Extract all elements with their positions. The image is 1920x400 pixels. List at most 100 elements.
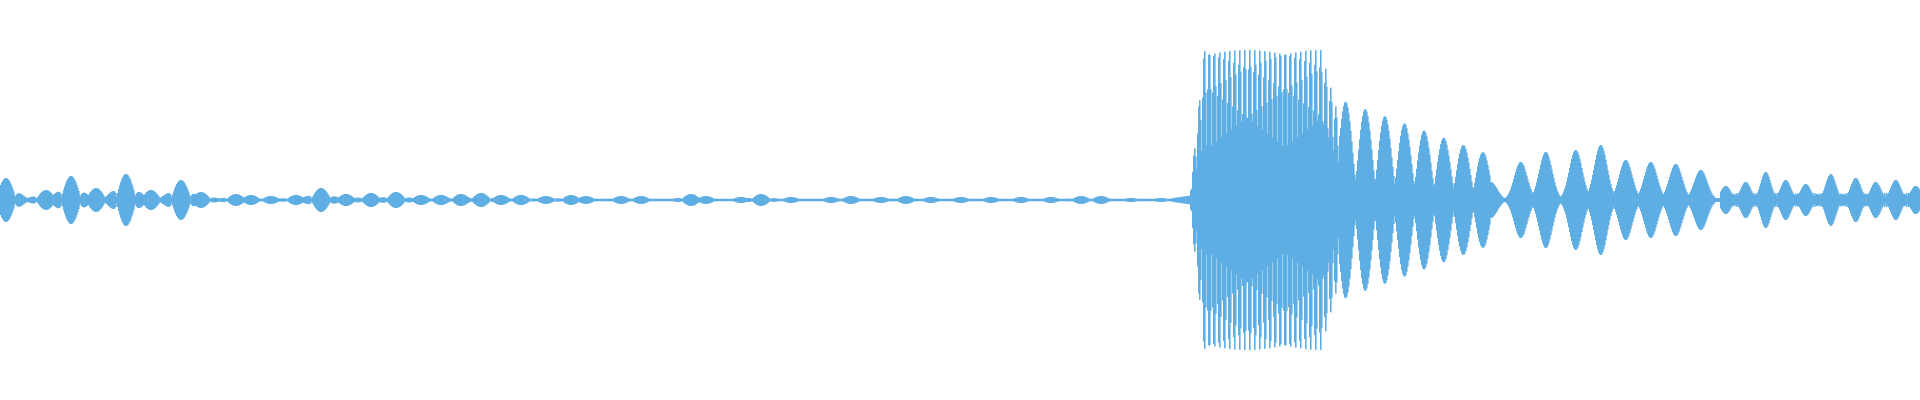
waveform-sample	[1218, 57, 1220, 343]
waveform-sample	[647, 197, 649, 203]
waveform-sample	[1225, 79, 1227, 321]
waveform-sample	[1087, 197, 1089, 203]
waveform-sample	[1786, 180, 1788, 220]
waveform-sample	[1334, 118, 1336, 282]
waveform-sample	[297, 195, 299, 205]
waveform-sample	[38, 195, 40, 205]
waveform-sample	[1912, 188, 1914, 212]
waveform-sample	[1457, 163, 1459, 237]
waveform-sample	[1421, 135, 1423, 265]
waveform-sample	[1523, 165, 1525, 235]
waveform-sample	[1175, 197, 1177, 203]
waveform-sample	[169, 193, 171, 207]
waveform-sample	[760, 194, 762, 206]
waveform-sample	[707, 196, 709, 204]
waveform-sample	[785, 197, 787, 203]
waveform-sample	[1397, 159, 1399, 241]
waveform-sample	[77, 187, 79, 213]
waveform-sample	[1814, 193, 1816, 207]
waveform-sample	[162, 196, 164, 204]
waveform-sample	[370, 193, 372, 207]
waveform-sample	[1570, 163, 1572, 237]
waveform-sample	[1681, 176, 1683, 224]
waveform-sample	[1579, 158, 1581, 242]
waveform-sample	[1828, 176, 1830, 224]
waveform-sample	[408, 197, 410, 203]
waveform-sample	[1460, 149, 1462, 251]
waveform-sample	[1105, 197, 1107, 203]
waveform-sample	[790, 197, 792, 203]
waveform-sample	[654, 198, 656, 202]
waveform-sample	[980, 198, 982, 202]
waveform-sample	[404, 198, 406, 202]
waveform-sample	[1886, 193, 1888, 207]
waveform-sample	[2, 180, 4, 220]
waveform-sample	[1829, 174, 1831, 226]
waveform-sample	[498, 195, 500, 205]
waveform-sample	[1769, 179, 1771, 221]
waveform-sample	[839, 198, 841, 202]
waveform-sample	[200, 192, 202, 208]
waveform-sample	[1190, 190, 1192, 210]
waveform-sample	[1290, 53, 1292, 347]
waveform-sample	[1173, 198, 1175, 202]
waveform-sample	[380, 197, 382, 203]
waveform-sample	[414, 197, 416, 203]
waveform-sample	[1284, 54, 1286, 346]
waveform-sample	[997, 198, 999, 202]
waveform-sample	[1055, 197, 1057, 203]
waveform-sample	[1293, 96, 1295, 304]
waveform-sample	[642, 196, 644, 204]
waveform-sample	[1152, 198, 1154, 202]
waveform-sample	[972, 198, 974, 202]
waveform-sample	[787, 197, 789, 203]
waveform-sample	[1227, 102, 1229, 298]
waveform-sample	[1616, 185, 1618, 215]
waveform-sample	[1601, 145, 1603, 255]
waveform-sample	[1826, 181, 1828, 219]
waveform-sample	[304, 196, 306, 204]
waveform-sample	[1844, 195, 1846, 205]
waveform-sample	[346, 194, 348, 206]
waveform-sample	[982, 198, 984, 202]
waveform-sample	[1905, 195, 1907, 205]
waveform-sample	[109, 193, 111, 207]
waveform-sample	[1100, 196, 1102, 204]
waveform-sample	[903, 196, 905, 204]
waveform-sample	[1615, 188, 1617, 212]
waveform-sample	[720, 198, 722, 202]
waveform-sample	[674, 198, 676, 202]
waveform-sample	[1480, 154, 1482, 246]
waveform-sample	[1906, 193, 1908, 207]
waveform-sample	[702, 196, 704, 204]
waveform-sample	[822, 198, 824, 202]
waveform-sample	[1248, 69, 1250, 331]
waveform-sample	[648, 198, 650, 202]
waveform-sample	[1789, 185, 1791, 215]
waveform-sample	[214, 197, 216, 203]
waveform-sample	[948, 198, 950, 202]
waveform-sample	[1127, 198, 1129, 202]
waveform-sample	[1341, 118, 1343, 282]
waveform-sample	[449, 198, 451, 202]
waveform-sample	[557, 198, 559, 202]
waveform-sample	[1223, 59, 1225, 341]
waveform-sample	[1396, 168, 1398, 232]
waveform-sample	[23, 195, 25, 205]
waveform-sample	[519, 195, 521, 205]
waveform-sample	[1107, 197, 1109, 203]
waveform-sample	[586, 196, 588, 204]
waveform-sample	[714, 198, 716, 202]
waveform-sample	[759, 194, 761, 206]
waveform-sample	[1792, 192, 1794, 208]
waveform-sample	[1558, 194, 1560, 206]
waveform-sample	[1506, 196, 1508, 204]
waveform-sample	[106, 195, 108, 205]
waveform-sample	[69, 176, 71, 224]
waveform-sample	[1666, 186, 1668, 214]
waveform-sample	[1566, 181, 1568, 219]
waveform-sample	[1058, 198, 1060, 202]
waveform-sample	[1488, 169, 1490, 231]
waveform-sample	[29, 197, 31, 203]
